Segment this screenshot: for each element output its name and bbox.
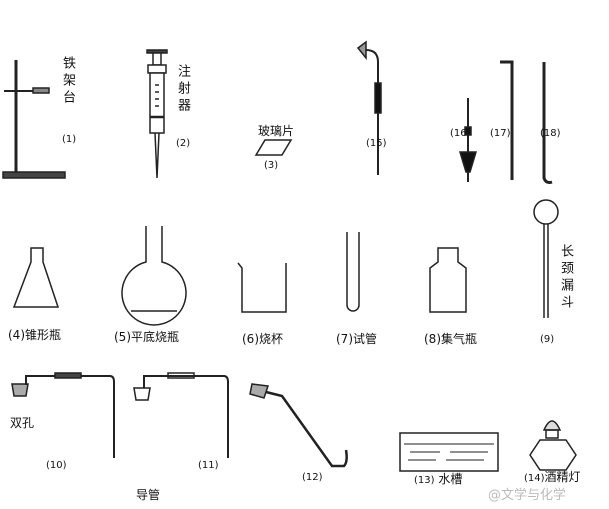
- label-iron-stand: 铁架台: [60, 56, 75, 107]
- num-5: (5): [114, 330, 131, 344]
- num-15: (15): [366, 138, 387, 149]
- label-glass-slide: 玻璃片: [258, 124, 295, 138]
- label-funnel: 长颈漏斗: [558, 244, 573, 312]
- label-conical-flask: (4)锥形瓶: [8, 326, 61, 343]
- funnel-drawing: [533, 199, 559, 318]
- num-3: (3): [264, 160, 279, 171]
- num-6: (6): [242, 332, 259, 346]
- iron-stand-drawing: [2, 60, 66, 179]
- name-7: 试管: [353, 332, 378, 346]
- glass-slide-drawing: [254, 139, 293, 156]
- label-delivery-tube: 导管: [136, 488, 161, 502]
- label-flat-flask: (5)平底烧瓶: [114, 328, 179, 345]
- tube-17-drawing: [500, 60, 514, 180]
- tube-18-drawing: [542, 62, 553, 184]
- num-18: (18): [540, 128, 561, 139]
- test-tube-drawing: [346, 232, 360, 312]
- tube-12-drawing: [249, 383, 348, 468]
- num-7: (7): [336, 332, 353, 346]
- tube-15-drawing: [356, 40, 382, 175]
- name-13: 水槽: [438, 472, 463, 486]
- num-14: (14): [524, 473, 545, 484]
- conical-flask-drawing: [12, 247, 60, 308]
- num-8: (8): [424, 332, 441, 346]
- name-14: 酒精灯: [544, 470, 581, 484]
- label-syringe: 注射器: [175, 64, 190, 115]
- name-6: 烧杯: [259, 332, 284, 346]
- name-5: 平底烧瓶: [131, 330, 180, 344]
- num-4: (4): [8, 328, 25, 342]
- flat-bottom-flask-drawing: [121, 226, 187, 326]
- name-8: 集气瓶: [441, 332, 478, 346]
- name-4: 锥形瓶: [25, 328, 62, 342]
- tube-10-drawing: [11, 372, 115, 458]
- num-16: (16): [450, 128, 471, 139]
- tube-11-drawing: [133, 372, 229, 458]
- water-trough-drawing: [399, 432, 499, 472]
- label-alcohol-lamp: (14)酒精灯: [524, 468, 581, 485]
- num-2: (2): [176, 138, 191, 149]
- num-1: (1): [62, 134, 77, 145]
- syringe-drawing: [146, 49, 168, 179]
- num-11: (11): [198, 460, 219, 471]
- label-double-hole: 双孔: [10, 416, 35, 430]
- label-test-tube: (7)试管: [336, 330, 377, 347]
- num-17: (17): [490, 128, 511, 139]
- label-gas-jar: (8)集气瓶: [424, 330, 477, 347]
- num-10: (10): [46, 460, 67, 471]
- num-13: (13): [414, 475, 435, 486]
- dropper-16-drawing: [458, 98, 478, 182]
- label-trough: (13) 水槽: [414, 470, 462, 487]
- alcohol-lamp-drawing: [529, 420, 577, 471]
- gas-jar-drawing: [429, 247, 467, 313]
- num-12: (12): [302, 472, 323, 483]
- num-9: (9): [540, 334, 555, 345]
- label-beaker: (6)烧杯: [242, 330, 283, 347]
- watermark: @文学与化学: [488, 488, 567, 503]
- beaker-drawing: [237, 262, 287, 313]
